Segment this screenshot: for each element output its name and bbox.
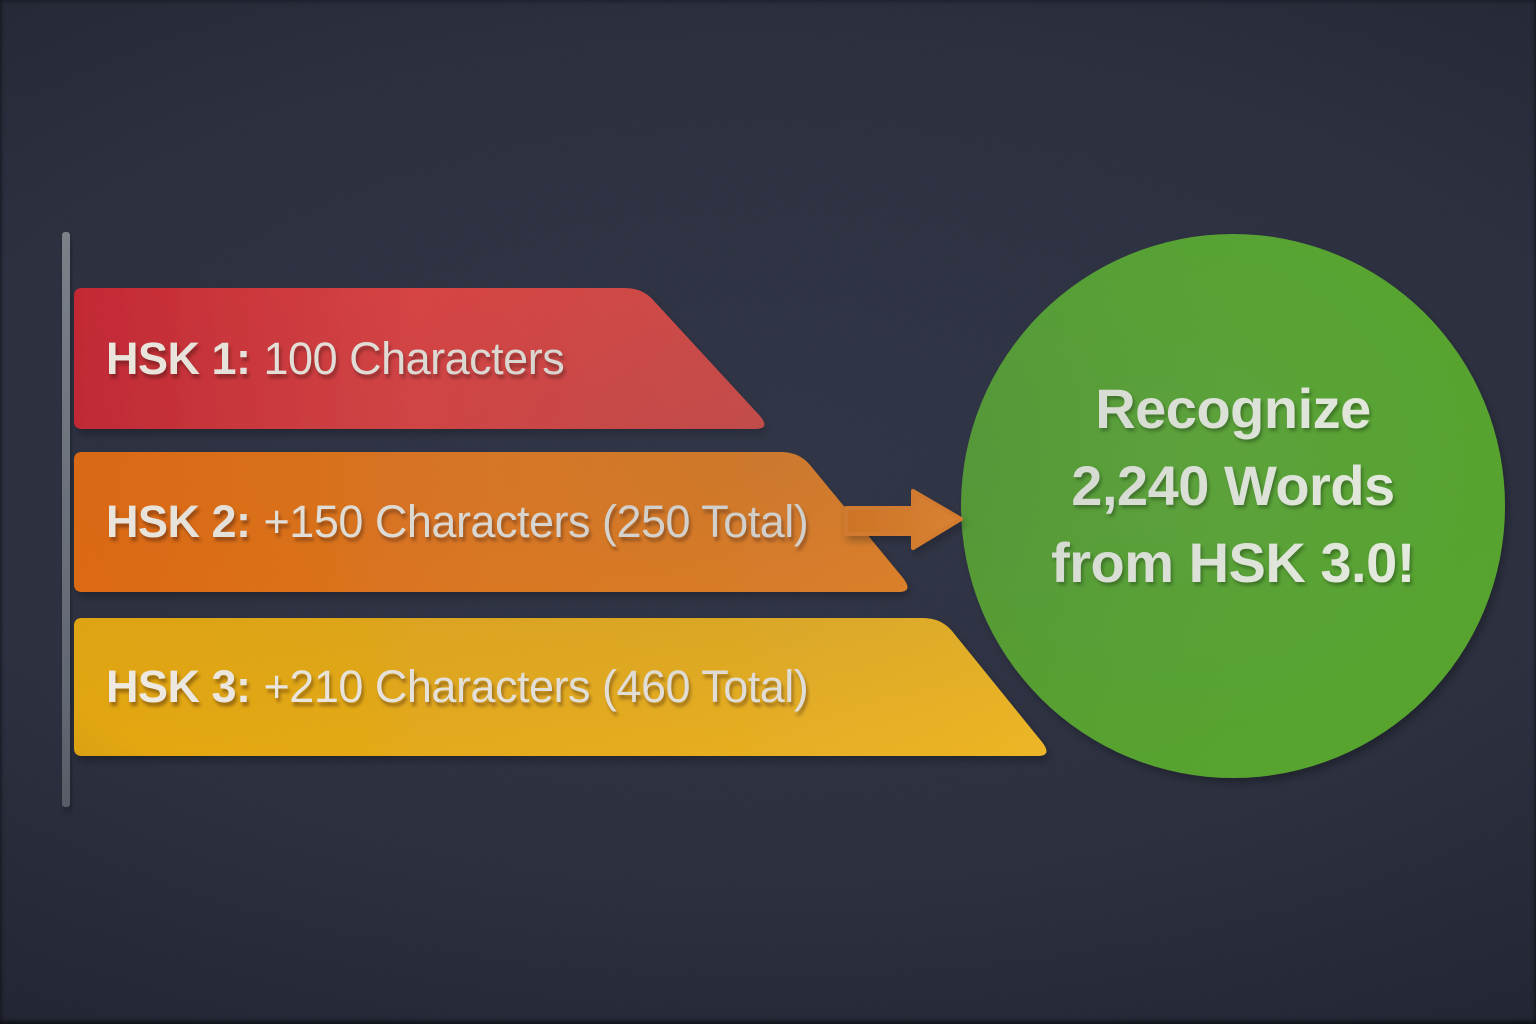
hsk2-count-text: +150 Characters (250 Total): [263, 496, 809, 547]
hsk2-level-text: HSK 2:: [106, 496, 251, 547]
callout-line-1: Recognize: [1095, 376, 1371, 440]
callout-text: Recognize 2,240 Words from HSK 3.0!: [973, 368, 1493, 602]
hsk1-bar-label: HSK 1: 100 Characters: [106, 288, 565, 429]
hsk3-level-text: HSK 3:: [106, 661, 251, 712]
hsk1-level-text: HSK 1:: [106, 332, 251, 384]
axis-line: [62, 232, 70, 807]
hsk3-bar-label: HSK 3: +210 Characters (460 Total): [106, 618, 809, 756]
callout-line-2: 2,240 Words: [1071, 453, 1395, 517]
callout-line-3: from HSK 3.0!: [1051, 530, 1415, 594]
hsk1-count-text: 100 Characters: [263, 332, 565, 384]
hsk3-count-text: +210 Characters (460 Total): [263, 661, 809, 712]
hsk2-bar-label: HSK 2: +150 Characters (250 Total): [106, 452, 809, 592]
